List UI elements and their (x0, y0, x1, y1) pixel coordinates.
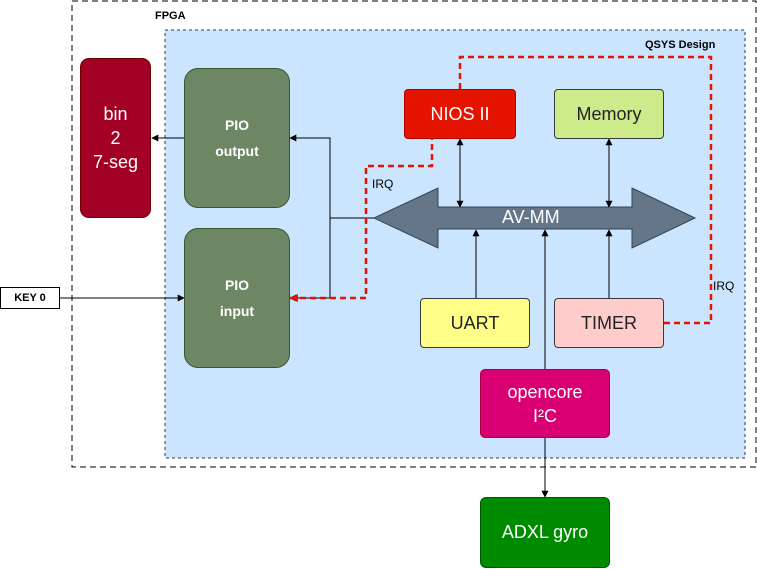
uart-block: UART (420, 298, 530, 348)
memory-block: Memory (554, 89, 664, 139)
adxl-gyro-label: ADXL gyro (501, 522, 589, 542)
bin2seg-line2: 2 (110, 128, 121, 148)
timer-label: TIMER (581, 312, 637, 333)
bin2seg-line3: 7-seg (92, 152, 139, 172)
fpga-boundary (71, 0, 757, 468)
bin2seg-line1: bin (103, 104, 128, 124)
fpga-label: FPGA (155, 10, 186, 22)
pio-input-line1: PIO (224, 277, 250, 293)
opencore-i2c-block: opencore I²C (480, 369, 610, 438)
key0-label: KEY 0 (14, 292, 46, 304)
irq-pio-input-line (290, 139, 434, 300)
bus-to-pio-output-line (289, 134, 374, 219)
nios-ii-block: NIOS II (404, 89, 516, 139)
pio-output-line1: PIO (224, 117, 250, 133)
pio-output-block: PIO output (184, 68, 290, 208)
irq-right-label: IRQ (713, 279, 735, 293)
opencore-line2: I²C (533, 405, 557, 426)
nios-ii-label: NIOS II (430, 103, 490, 124)
bin2seg-block: bin 2 7-seg (80, 58, 151, 218)
opencore-line1: opencore (507, 381, 583, 402)
irq-timer-line (458, 55, 713, 325)
avmm-bus-label: AV-MM (502, 207, 560, 227)
pio-input-block: PIO input (184, 228, 290, 368)
irq-pio-input-arrowhead (290, 294, 298, 302)
timer-block: TIMER (554, 298, 664, 348)
pio-input-line2: input (219, 303, 255, 319)
qsys-label: QSYS Design (645, 39, 716, 51)
adxl-gyro-block: ADXL gyro (480, 497, 610, 568)
memory-label: Memory (576, 103, 642, 124)
key0-block: KEY 0 (0, 287, 60, 309)
pio-output-line2: output (215, 143, 259, 159)
avmm-bus-arrow (372, 187, 697, 249)
irq-left-label: IRQ (372, 177, 394, 191)
uart-label: UART (450, 312, 500, 333)
